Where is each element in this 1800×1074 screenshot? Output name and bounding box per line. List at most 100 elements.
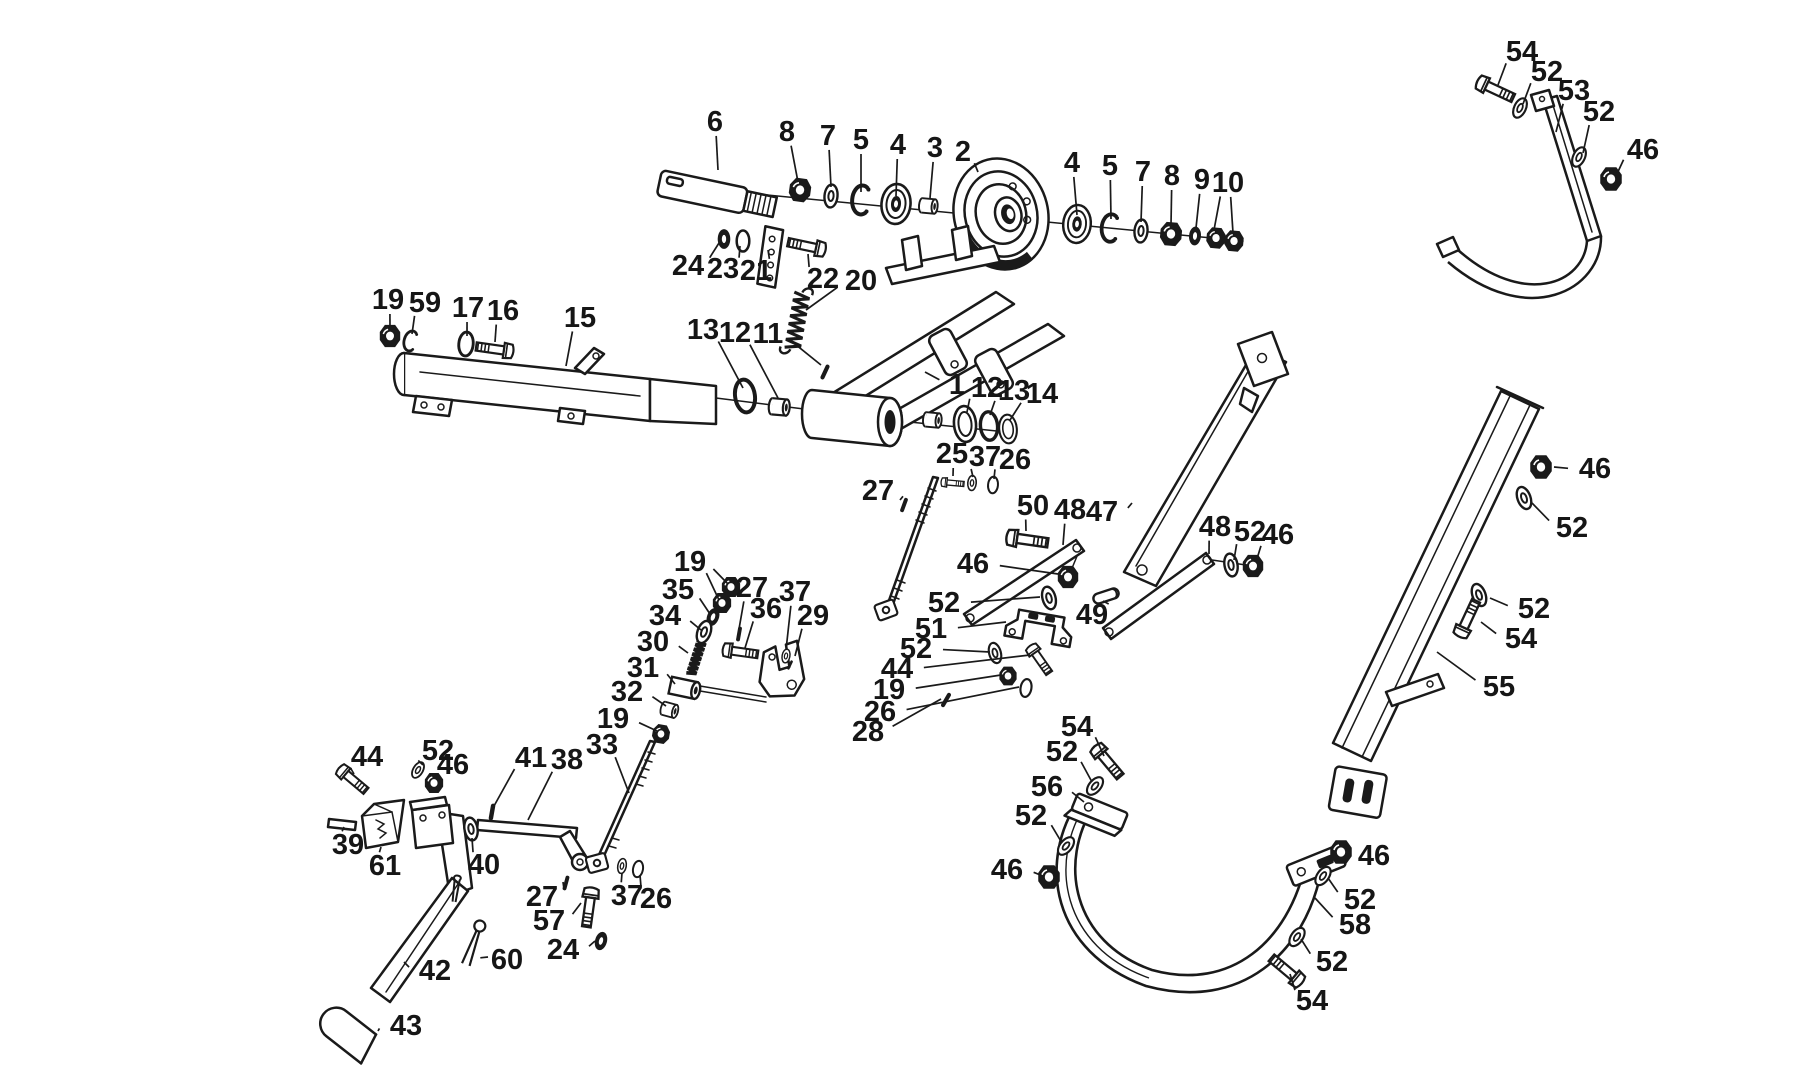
leader-line bbox=[1109, 179, 1112, 220]
part-number-7: 7 bbox=[1135, 156, 1151, 188]
leader-line bbox=[493, 768, 516, 807]
anchor-bracket-21 bbox=[756, 224, 785, 289]
nut-icon bbox=[379, 324, 401, 348]
part-number-46: 46 bbox=[991, 854, 1023, 886]
part-number-52: 52 bbox=[928, 587, 960, 619]
oring-icon bbox=[730, 376, 760, 416]
part-number-48: 48 bbox=[1054, 494, 1086, 526]
part-number-39: 39 bbox=[332, 829, 364, 861]
stay-arm-47 bbox=[1122, 330, 1290, 588]
u-bracket-51 bbox=[1003, 608, 1073, 649]
part-number-46: 46 bbox=[957, 548, 989, 580]
leader-line bbox=[957, 621, 1007, 629]
part-number-8: 8 bbox=[779, 116, 795, 148]
leader-line bbox=[1140, 185, 1144, 223]
tine-53 bbox=[1435, 88, 1603, 300]
leader-line bbox=[1009, 402, 1022, 421]
washer-icon bbox=[1082, 773, 1108, 799]
leader-line bbox=[738, 245, 741, 258]
leader-line bbox=[906, 686, 1020, 711]
part-number-26: 26 bbox=[864, 696, 896, 728]
part-number-52: 52 bbox=[1518, 593, 1550, 625]
plate-39 bbox=[326, 817, 358, 832]
leader-line bbox=[892, 698, 942, 727]
washer-dark-icon bbox=[1188, 226, 1202, 246]
leader-line bbox=[1033, 871, 1044, 877]
leader-line bbox=[1531, 502, 1550, 522]
leader-line bbox=[588, 940, 596, 947]
leader-line bbox=[651, 696, 667, 707]
shaft-6 bbox=[656, 169, 779, 219]
part-number-54: 54 bbox=[1506, 36, 1538, 68]
part-number-30: 30 bbox=[637, 626, 669, 658]
leader-line bbox=[749, 344, 779, 399]
nut-icon bbox=[1159, 221, 1183, 247]
bolt-icon bbox=[1004, 527, 1051, 553]
nut-icon bbox=[1057, 565, 1079, 589]
nut-icon bbox=[1530, 455, 1552, 479]
washer-dark-icon bbox=[592, 930, 610, 952]
leader-line bbox=[794, 628, 803, 657]
leader-line bbox=[1213, 196, 1222, 231]
swing-arm-1 bbox=[800, 224, 1066, 448]
leader-line bbox=[571, 902, 582, 915]
leader-line bbox=[805, 286, 838, 311]
leader-line bbox=[1072, 176, 1078, 216]
leader-line bbox=[1170, 189, 1173, 226]
part-number-57: 57 bbox=[533, 905, 565, 937]
part-number-13: 13 bbox=[687, 314, 719, 346]
bolt-icon bbox=[1265, 950, 1309, 991]
oring-icon bbox=[1018, 677, 1034, 699]
leader-line bbox=[966, 398, 971, 413]
clevis-icon bbox=[584, 851, 610, 875]
leader-line bbox=[1127, 502, 1133, 509]
washer-icon bbox=[1512, 483, 1536, 513]
part-number-24: 24 bbox=[547, 934, 579, 966]
part-number-6: 6 bbox=[707, 106, 723, 138]
leader-line bbox=[565, 331, 574, 367]
leader-line bbox=[1327, 877, 1339, 893]
washer-icon bbox=[1038, 584, 1060, 612]
part-number-1: 1 bbox=[949, 369, 965, 401]
part-number-33: 33 bbox=[586, 729, 618, 761]
leader-line bbox=[1080, 761, 1093, 783]
bolt-icon bbox=[1472, 72, 1518, 107]
part-number-29: 29 bbox=[797, 600, 829, 632]
oring-icon bbox=[977, 409, 1001, 443]
bolt-icon bbox=[1450, 596, 1485, 642]
leader-line bbox=[403, 961, 410, 968]
part-number-41: 41 bbox=[515, 742, 547, 774]
part-number-12: 12 bbox=[719, 317, 751, 349]
oring-icon bbox=[630, 859, 646, 879]
leader-line bbox=[620, 872, 623, 883]
part-number-19: 19 bbox=[873, 674, 905, 706]
part-number-23: 23 bbox=[707, 253, 739, 285]
part-number-54: 54 bbox=[1296, 985, 1328, 1017]
part-number-46: 46 bbox=[1579, 453, 1611, 485]
part-number-46: 46 bbox=[437, 749, 469, 781]
rod-38-crank bbox=[475, 818, 590, 872]
part-number-15: 15 bbox=[564, 302, 596, 334]
bolt-icon bbox=[720, 641, 760, 663]
leader-line bbox=[744, 621, 755, 649]
leader-line bbox=[1489, 597, 1509, 607]
compression-spring-30 bbox=[686, 638, 707, 676]
part-number-12: 12 bbox=[971, 372, 1003, 404]
part-number-20: 20 bbox=[845, 265, 877, 297]
circlip-icon bbox=[400, 328, 421, 354]
part-number-54: 54 bbox=[1505, 623, 1537, 655]
leader-line bbox=[923, 654, 1031, 669]
bolt-icon bbox=[785, 233, 829, 259]
leader-line bbox=[915, 674, 1002, 689]
leader-line bbox=[1071, 791, 1085, 803]
part-number-35: 35 bbox=[662, 574, 694, 606]
leader-line bbox=[471, 837, 474, 853]
bolt-icon bbox=[1087, 739, 1128, 783]
part-number-54: 54 bbox=[1061, 711, 1093, 743]
part-number-37: 37 bbox=[779, 576, 811, 608]
block-61 bbox=[360, 798, 406, 850]
nut-icon bbox=[1205, 226, 1227, 250]
tine-clamp-56 bbox=[1063, 792, 1129, 838]
